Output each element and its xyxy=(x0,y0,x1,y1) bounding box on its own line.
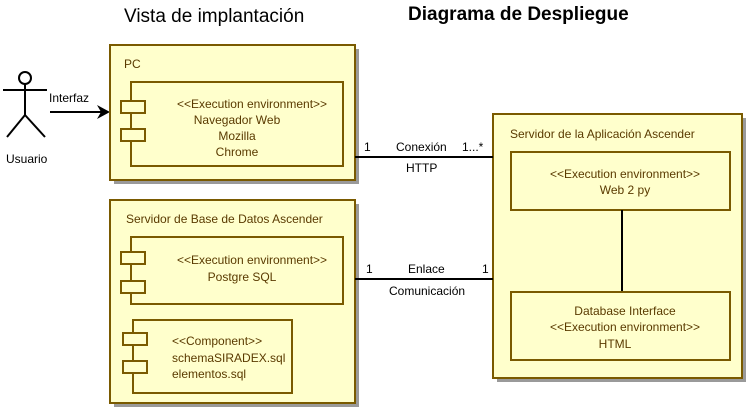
db-mult-right: 1 xyxy=(482,262,489,276)
component-port-icon xyxy=(122,332,148,346)
pc-env-stereotype: <<Execution environment>> xyxy=(177,97,327,111)
db-component-box xyxy=(132,319,293,394)
app-env-top-line: Web 2 py xyxy=(600,183,650,197)
http-sublabel: HTTP xyxy=(406,161,437,175)
db-mult-left: 1 xyxy=(366,262,373,276)
pc-env-line: Mozilla xyxy=(218,129,256,143)
node-db-title: Servidor de Base de Datos Ascender xyxy=(126,212,323,226)
node-db-server: Servidor de Base de Datos Ascender <<Exe… xyxy=(109,199,359,407)
title-diagrama-despliegue: Diagrama de Despliegue xyxy=(408,4,629,25)
db-component-line: schemaSIRADEX.sql xyxy=(172,351,285,365)
pc-env-box xyxy=(130,81,344,167)
interfaz-label: Interfaz xyxy=(49,91,89,105)
component-port-icon xyxy=(120,280,146,294)
db-component-stereotype: <<Component>> xyxy=(172,334,262,348)
db-link-label: Enlace xyxy=(408,262,445,276)
db-component-line: elementos.sql xyxy=(172,367,246,381)
component-port-icon xyxy=(120,128,146,142)
connection-http: 1 Conexión 1...* HTTP xyxy=(355,140,493,175)
db-env-box xyxy=(130,236,344,305)
app-env-bottom-stereotype: <<Execution environment>> xyxy=(550,320,700,334)
node-pc: PC <<Execution environment>> Navegador W… xyxy=(109,44,359,184)
app-env-bottom-title: Database Interface xyxy=(574,304,676,318)
db-env-line: Postgre SQL xyxy=(208,270,277,284)
component-port-icon xyxy=(120,100,146,114)
connection-db: 1 Enlace 1 Comunicación xyxy=(355,262,493,298)
component-port-icon xyxy=(122,360,148,374)
actor-label: Usuario xyxy=(6,152,48,166)
app-env-bottom-box xyxy=(510,291,731,361)
db-env-stereotype: <<Execution environment>> xyxy=(177,253,327,267)
node-app-server: Servidor de la Aplicación Ascender <<Exe… xyxy=(492,113,746,382)
node-pc-title: PC xyxy=(124,57,141,71)
db-link-sublabel: Comunicación xyxy=(389,284,465,298)
pc-env-line: Navegador Web xyxy=(194,113,281,127)
node-app-title: Servidor de la Aplicación Ascender xyxy=(510,127,695,141)
app-env-top-stereotype: <<Execution environment>> xyxy=(550,167,700,181)
title-vista-implantacion: Vista de implantación xyxy=(124,6,304,27)
arrowhead-icon xyxy=(97,105,110,119)
app-env-bottom-line: HTML xyxy=(599,337,632,351)
actor-usuario-icon xyxy=(3,71,47,138)
pc-env-line: Chrome xyxy=(216,145,259,159)
http-mult-right: 1...* xyxy=(462,140,484,154)
http-label: Conexión xyxy=(396,140,447,154)
component-port-icon xyxy=(120,251,146,265)
http-mult-left: 1 xyxy=(364,140,371,154)
app-env-top-box xyxy=(510,151,731,211)
